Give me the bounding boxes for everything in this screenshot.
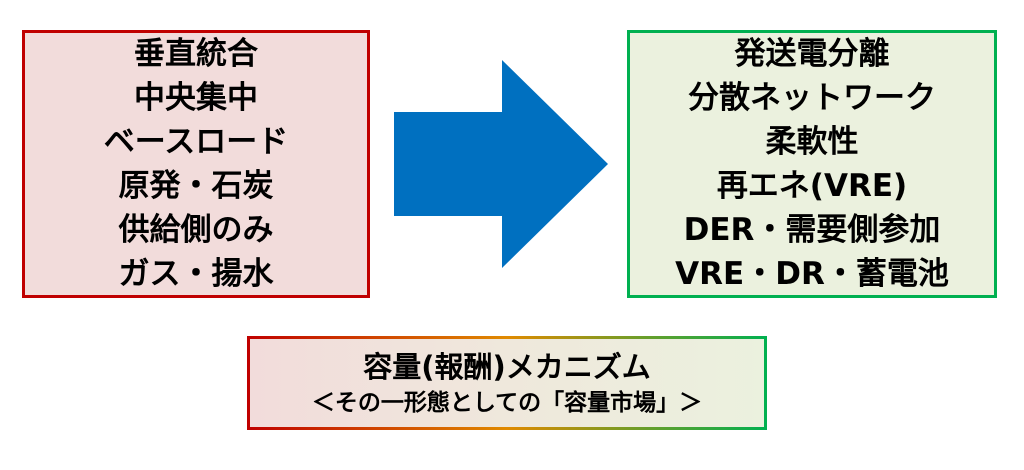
- right-box-line: 再エネ(VRE): [716, 168, 908, 204]
- right-box-line: 発送電分離: [734, 36, 890, 72]
- bottom-box-title: 容量(報酬)メカニズム: [363, 350, 651, 384]
- right-arrow-shape: [394, 60, 608, 268]
- left-box-line: 垂直統合: [134, 36, 258, 72]
- bottom-box-border: 容量(報酬)メカニズム ＜その一形態としての「容量市場」＞: [247, 336, 767, 430]
- bottom-box-capacity-mechanism: 容量(報酬)メカニズム ＜その一形態としての「容量市場」＞: [250, 339, 764, 427]
- bottom-box-subtitle: ＜その一形態としての「容量市場」＞: [311, 390, 703, 416]
- left-box-line: ガス・揚水: [118, 256, 274, 292]
- right-box-line: 分散ネットワーク: [688, 80, 936, 116]
- right-box-new-system: 発送電分離 分散ネットワーク 柔軟性 再エネ(VRE) DER・需要側参加 VR…: [627, 30, 997, 298]
- left-box-traditional-system: 垂直統合 中央集中 ベースロード 原発・石炭 供給側のみ ガス・揚水: [22, 30, 370, 298]
- left-box-line: 中央集中: [134, 80, 258, 116]
- right-box-line: DER・需要側参加: [683, 212, 941, 248]
- left-box-line: 原発・石炭: [118, 168, 274, 204]
- right-box-line: 柔軟性: [765, 124, 859, 160]
- left-box-line: ベースロード: [103, 124, 289, 160]
- right-box-line: VRE・DR・蓄電池: [675, 256, 949, 292]
- left-box-line: 供給側のみ: [118, 212, 274, 248]
- right-arrow-icon: [394, 60, 608, 268]
